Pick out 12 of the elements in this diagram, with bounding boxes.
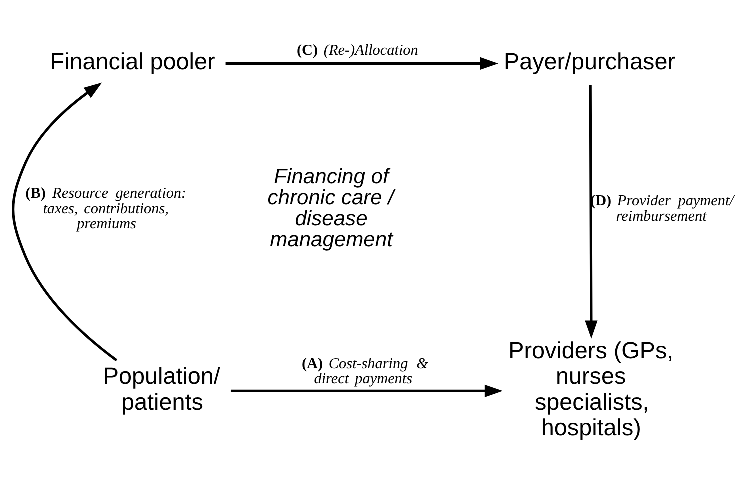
label: Financing of chronic care / disease management	[268, 165, 394, 252]
node-text: Financial pooler	[50, 48, 216, 75]
node-text: Providers (GPs, nurses specialists, hospitals)	[508, 337, 674, 441]
arrow	[585, 85, 598, 339]
node-text: Payer/purchaser	[504, 48, 676, 75]
arrow	[12, 82, 118, 362]
arrow	[230, 384, 503, 398]
arrow	[226, 57, 498, 70]
edge-label: (A) Cost-sharing & direct payments	[302, 355, 428, 388]
edge-label: (C) (Re-)Allocation	[296, 42, 418, 59]
node-text: Population/ patients	[103, 363, 220, 415]
edge-label: (B) Resource generation: taxes, contributions, premiums	[26, 185, 187, 233]
